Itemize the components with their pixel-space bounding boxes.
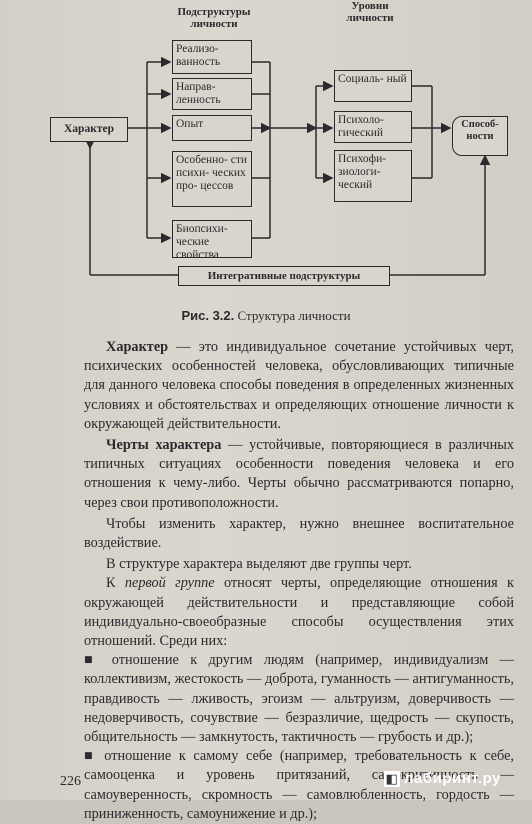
level-social: Социаль- ный [334,70,412,102]
character-box: Характер [50,117,128,142]
substructure-mental-processes: Особенно- сти психи- ческих про- цессов [172,151,252,207]
substructures-header: Подструктуры личности [177,6,251,30]
figure-label: Рис. 3.2. [181,308,235,323]
paragraph-groups: В структуре характера выделяют две групп… [106,556,412,573]
level-psychophysiological: Психофи- зиологи- ческий [334,150,412,202]
substructure-direction: Направ- ленность [172,78,252,110]
paragraph-traits: Черты характера — устойчивые, повторяющи… [84,436,514,513]
integrative-substructures-box: Интегративные подструктуры [178,266,390,286]
paragraph-character-text: — это индивидуальное сочетание устойчивы… [84,339,514,432]
term-traits: Черты характера [106,437,222,454]
term-character: Характер [106,339,169,355]
first-group-lead: К [106,575,125,592]
figure-title: Структура личности [237,308,351,323]
paragraph-first-group: К первой группе относят черты, определяю… [84,574,514,651]
watermark-logo: ◧лабиринт.ру [384,770,501,787]
levels-header: Уровни личности [346,0,394,24]
page-number: 226 [60,774,81,789]
paragraph-change: Чтобы изменить характер, нужно внешнее в… [84,515,514,552]
figure-caption: Рис. 3.2. Структура личности [0,308,532,324]
substructure-experience: Опыт [172,115,252,141]
first-group-term: первой группе [124,575,215,592]
labyrinth-icon: ◧ [384,771,400,787]
body-text: Характер — это индивидуальное сочетание … [84,338,514,824]
paragraph-traits-text: — устойчивые, повторяющиеся в различных … [84,437,514,511]
list-item-others: ■ отношение к другим людям (например, ин… [84,652,514,746]
personality-structure-diagram: Подструктуры личности Уровни личности Ха… [0,0,532,300]
watermark-text: лабиринт.ру [404,770,501,787]
first-group-text: относят черты, определяющие отношения к … [84,575,514,650]
paragraph-character: Характер — это индивидуальное сочетание … [84,338,514,434]
substructure-biopsychic: Биопсихи- ческие свойства [172,220,252,261]
level-psychological: Психоло- гический [334,111,412,143]
abilities-box: Способ- ности [452,116,508,156]
diagram-connectors [84,56,491,276]
substructure-realization: Реализо- ванность [172,40,252,74]
